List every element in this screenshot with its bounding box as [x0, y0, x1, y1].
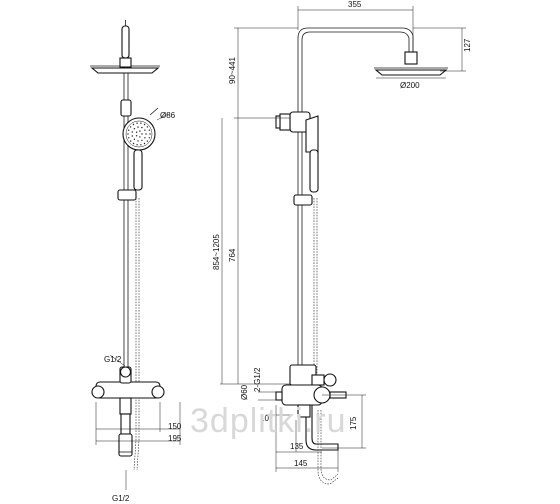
front-mixer	[91, 366, 165, 457]
dim-195: 195	[168, 434, 182, 443]
spray-nozzle-dot	[133, 128, 136, 130]
spray-nozzle-dot	[146, 140, 149, 142]
front-view: G1/2 150 195 Ø86 G1/2	[90, 20, 182, 503]
dim-150: 150	[168, 422, 182, 431]
spray-nozzle-dot	[137, 140, 139, 142]
spray-nozzle-dot	[129, 126, 132, 128]
spray-nozzle-dot	[128, 137, 130, 139]
spray-nozzle-dot	[136, 122, 138, 124]
spray-nozzle-dot	[135, 135, 138, 137]
dim-diameter-86: Ø86	[160, 111, 176, 120]
dim-diameter-200: Ø200	[400, 81, 420, 90]
spray-nozzle-dot	[143, 123, 146, 126]
dim-g12-bottom: G1/2	[112, 494, 130, 503]
dim-764: 764	[228, 248, 237, 262]
dim-355: 355	[348, 0, 362, 9]
spray-nozzle-dot	[137, 126, 139, 128]
spray-nozzle-dot	[128, 129, 130, 131]
spray-nozzle-dot	[141, 126, 143, 129]
dim-g12-front: G1/2	[104, 355, 122, 364]
spray-nozzle-dot	[131, 131, 133, 133]
front-dimension-lines	[95, 113, 181, 490]
spray-nozzle-dot	[145, 133, 147, 135]
spray-nozzle-dot	[127, 133, 129, 135]
watermark-text: 3dplitkі.ru	[190, 402, 347, 440]
spray-nozzle-dot	[148, 137, 150, 139]
spray-nozzle-dot	[148, 129, 150, 131]
dim-175: 175	[349, 416, 358, 430]
spray-nozzle-dot	[149, 133, 151, 135]
spray-nozzle-dot	[129, 140, 132, 142]
dim-10: 10	[260, 414, 269, 423]
dim-127: 127	[463, 38, 472, 52]
side-view: 355 127 Ø200 90~441	[212, 0, 472, 485]
spray-nozzle-dot	[133, 138, 136, 140]
spray-nozzle-dot	[140, 144, 142, 146]
spray-nozzle-dot	[143, 142, 146, 145]
spray-nozzle-dot	[140, 122, 142, 124]
spray-nozzle-dot	[131, 135, 133, 137]
dim-135: 135	[290, 442, 304, 451]
spray-nozzle-dot	[141, 139, 143, 142]
spray-nozzle-dot	[141, 133, 143, 135]
spray-nozzle-dot	[132, 123, 135, 126]
front-hand-shower	[122, 107, 159, 191]
spray-nozzle-dot	[132, 142, 135, 145]
side-dimension-lines	[258, 391, 366, 472]
dim-diameter-60: Ø60	[240, 384, 249, 400]
spray-nozzle-dot	[139, 130, 141, 132]
spray-nozzle-dot	[144, 137, 146, 139]
front-overhead-shower	[90, 20, 160, 74]
dim-145: 145	[294, 459, 308, 468]
spray-nozzle-dot	[146, 126, 149, 128]
spray-nozzle-dot	[144, 129, 146, 131]
spray-nozzle-dot	[136, 144, 138, 146]
dim-2-g12: 2-G1/2	[253, 367, 262, 392]
dim-854-1205: 854~1205	[212, 234, 221, 270]
dim-90-441: 90~441	[228, 57, 237, 84]
spray-nozzle-dot	[135, 131, 138, 133]
spray-nozzle-dot	[139, 136, 141, 138]
